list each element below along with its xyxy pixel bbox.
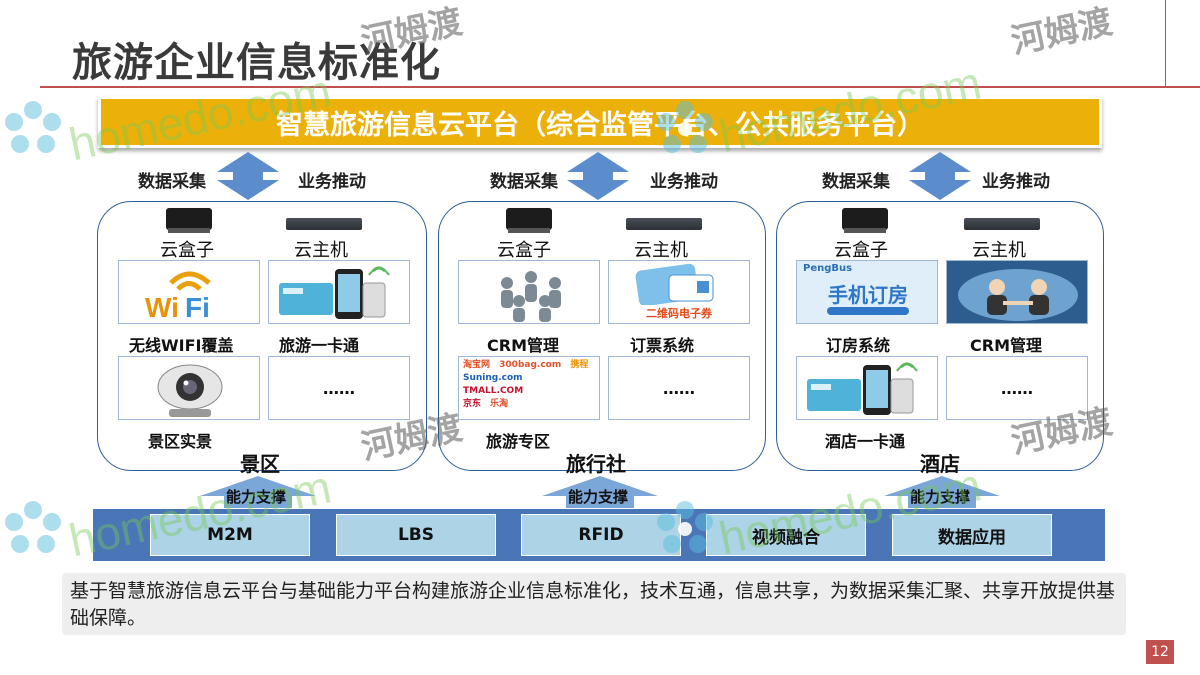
business-meeting-icon bbox=[958, 269, 1078, 321]
svg-text:Fi: Fi bbox=[185, 292, 210, 323]
summary-text: 基于智慧旅游信息云平台与基础能力平台构建旅游企业信息标准化，技术互通，信息共享，… bbox=[62, 573, 1126, 635]
watermark-flower-icon bbox=[0, 496, 66, 566]
logo-taobao: 淘宝网 bbox=[463, 360, 491, 370]
live-view-card bbox=[118, 356, 260, 420]
cloud-box-label: 云盒子 bbox=[160, 240, 214, 261]
logo-suning: Suning.com bbox=[463, 373, 523, 383]
panel-name-hotel: 酒店 bbox=[920, 452, 960, 476]
e-ticket-icon bbox=[623, 263, 735, 321]
support-label: 能力支撑 bbox=[910, 488, 971, 506]
hotel-card-card bbox=[796, 356, 938, 420]
crm-card bbox=[458, 260, 600, 324]
support-label: 能力支撑 bbox=[226, 488, 287, 506]
panel-scenic-area bbox=[97, 201, 427, 471]
crm-label: CRM管理 bbox=[487, 336, 559, 355]
up-arrow-icon bbox=[884, 476, 1000, 508]
phone-card-icon bbox=[807, 362, 918, 415]
more-card: …… bbox=[268, 356, 410, 420]
title-underline bbox=[40, 86, 1200, 88]
svg-text:Wi: Wi bbox=[145, 292, 179, 323]
support-arrows bbox=[200, 476, 1000, 508]
business-drive-label: 业务推动 bbox=[650, 172, 718, 192]
title-accent-line bbox=[1165, 0, 1200, 88]
room-booking-card: PengBus 手机订房 bbox=[796, 260, 938, 324]
up-arrow-icon bbox=[542, 476, 658, 508]
travel-zone-label: 旅游专区 bbox=[486, 432, 551, 451]
panel-name-scenic: 景区 bbox=[240, 452, 280, 476]
capability-data-application: 数据应用 bbox=[892, 514, 1052, 556]
capability-lbs: LBS bbox=[336, 514, 496, 556]
travel-zone-card: 淘宝网 300bag.com 携程 Suning.com TMALL.COM 京… bbox=[458, 356, 600, 420]
wifi-card: Wi Fi bbox=[118, 260, 260, 324]
logo-300bag: 300bag.com bbox=[499, 360, 562, 370]
cloud-box-base bbox=[508, 228, 550, 233]
phone-card-icon bbox=[279, 266, 390, 319]
cloud-box-base bbox=[168, 228, 210, 233]
camera-icon bbox=[157, 364, 223, 417]
cloud-box-base bbox=[844, 228, 886, 233]
cloud-box-label: 云盒子 bbox=[834, 240, 888, 261]
cloud-host-icon bbox=[964, 218, 1040, 230]
cloud-host-icon bbox=[286, 218, 362, 230]
hotel-card-label: 酒店一卡通 bbox=[825, 432, 906, 451]
double-arrow-icon-scenic bbox=[217, 152, 279, 200]
capability-m2m: M2M bbox=[150, 514, 310, 556]
cloud-host-icon bbox=[626, 218, 702, 230]
watermark-flower-icon bbox=[652, 96, 718, 166]
panel-hotel bbox=[776, 201, 1104, 471]
watermark-flower-icon bbox=[652, 496, 718, 566]
business-drive-label: 业务推动 bbox=[982, 172, 1050, 192]
logo-jd: 京东 bbox=[463, 399, 482, 409]
logo-letao: 乐淘 bbox=[490, 399, 509, 409]
data-collection-label: 数据采集 bbox=[490, 172, 558, 192]
room-booking-label: 订房系统 bbox=[826, 336, 891, 355]
cloud-host-label: 云主机 bbox=[972, 240, 1026, 261]
support-label: 能力支撑 bbox=[568, 488, 629, 506]
ticketing-card: 二维码电子券 bbox=[608, 260, 750, 324]
eticket-text: 二维码电子券 bbox=[646, 307, 712, 320]
wifi-label: 无线WIFI覆盖 bbox=[129, 336, 234, 355]
cloud-platform-banner: 智慧旅游信息云平台（综合监管平台、公共服务平台） bbox=[98, 96, 1102, 148]
cloud-host-label: 云主机 bbox=[634, 240, 688, 261]
platform-arrows bbox=[217, 152, 971, 200]
watermark-flower-icon bbox=[0, 96, 66, 166]
cloud-box-icon bbox=[166, 208, 212, 230]
hotel-crm-label: CRM管理 bbox=[970, 336, 1042, 355]
logo-tmall: TMALL.COM bbox=[463, 386, 524, 396]
slide-title: 旅游企业信息标准化 bbox=[72, 40, 441, 86]
capability-video-fusion: 视频融合 bbox=[706, 514, 866, 556]
tour-card-label: 旅游一卡通 bbox=[279, 336, 360, 355]
cloud-box-label: 云盒子 bbox=[497, 240, 551, 261]
hotel-crm-card bbox=[946, 260, 1088, 324]
crm-people-icon bbox=[501, 271, 561, 322]
double-arrow-icon-agency bbox=[567, 152, 629, 200]
logo-ctrip: 携程 bbox=[570, 360, 589, 370]
page-number: 12 bbox=[1146, 640, 1174, 664]
tour-card-card bbox=[268, 260, 410, 324]
more-card: …… bbox=[946, 356, 1088, 420]
panel-name-agency: 旅行社 bbox=[566, 452, 626, 476]
wifi-logo-icon: Wi Fi bbox=[145, 271, 211, 323]
booking-brand: PengBus bbox=[803, 263, 853, 274]
watermark-name: 河姆渡 bbox=[1007, 1, 1116, 63]
capability-rfid: RFID bbox=[521, 514, 681, 556]
data-collection-label: 数据采集 bbox=[138, 172, 206, 192]
business-drive-label: 业务推动 bbox=[298, 172, 366, 192]
cloud-box-icon bbox=[842, 208, 888, 230]
more-card: …… bbox=[608, 356, 750, 420]
data-collection-label: 数据采集 bbox=[822, 172, 890, 192]
booking-bar bbox=[827, 307, 909, 315]
cloud-host-label: 云主机 bbox=[294, 240, 348, 261]
panel-travel-agency bbox=[438, 201, 766, 471]
ticketing-label: 订票系统 bbox=[630, 336, 695, 355]
live-view-label: 景区实景 bbox=[148, 432, 213, 451]
booking-title: 手机订房 bbox=[828, 283, 908, 307]
cloud-box-icon bbox=[506, 208, 552, 230]
up-arrow-icon bbox=[200, 476, 316, 508]
double-arrow-icon-hotel bbox=[909, 152, 971, 200]
